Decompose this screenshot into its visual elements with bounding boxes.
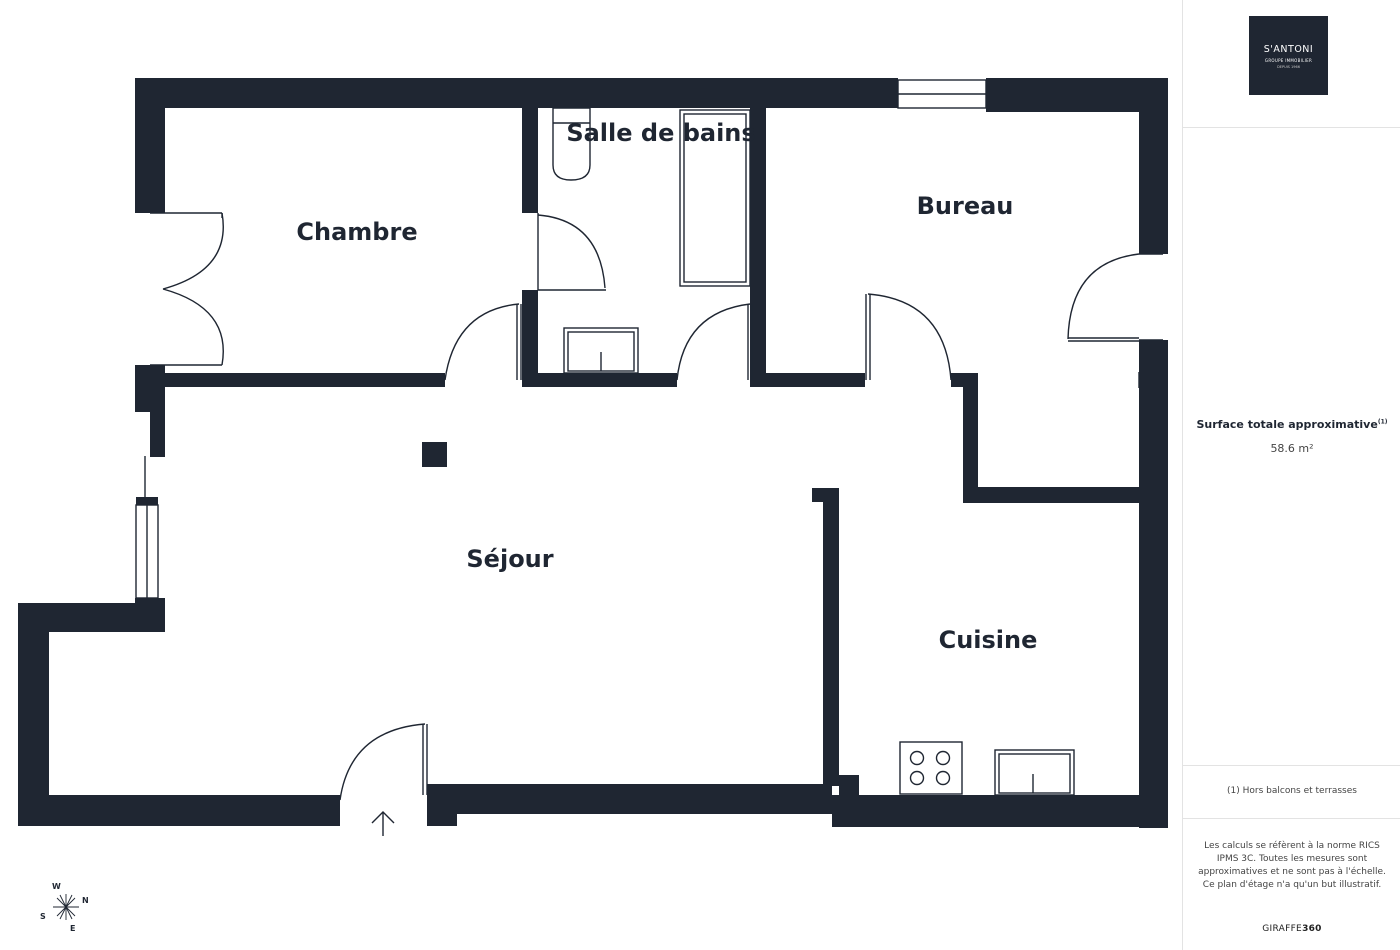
floor-plan: Chambre Salle de bains Bureau Séjour Cui… xyxy=(18,78,1168,934)
window-sill-dark xyxy=(136,497,158,505)
floor-plan-drawing xyxy=(18,78,1168,836)
compass-star-icon xyxy=(53,894,79,920)
wall-left-sejour-upper xyxy=(150,387,165,457)
kitchen-sink xyxy=(994,749,1075,796)
wall-sdb-bureau xyxy=(750,100,766,387)
room-label-sejour: Séjour xyxy=(466,545,554,573)
door-arc-entrance xyxy=(339,723,426,801)
door-arc-bureau xyxy=(867,293,952,381)
compass-e: E xyxy=(70,924,76,933)
divider-middle xyxy=(1183,765,1400,766)
door-arc-sdb-bottom xyxy=(676,303,751,381)
logo-name: S'ANTONI xyxy=(1263,44,1314,55)
brand-prefix: GIRAFFE xyxy=(1262,924,1303,934)
logo-since: DEPUIS 1966 xyxy=(1277,65,1300,69)
column xyxy=(422,442,447,467)
wall-sejour-cuisine xyxy=(823,488,839,786)
compass-w: W xyxy=(52,882,61,891)
room-label-chambre: Chambre xyxy=(296,218,418,246)
logo-subtitle: GROUPE IMMOBILIER xyxy=(1264,58,1313,63)
wall-chambre-sdb-lower xyxy=(522,290,538,387)
footnote: (1) Hors balcons et terrasses xyxy=(1227,786,1357,796)
bathtub xyxy=(679,109,751,287)
info-sidebar: S'ANTONI GROUPE IMMOBILIER DEPUIS 1966 S… xyxy=(1182,0,1400,950)
wall-sdb-bottom xyxy=(522,373,677,387)
door-arc-chambre-left-bottom xyxy=(162,288,224,366)
walls xyxy=(18,78,1168,828)
wall-cuisine-nib xyxy=(839,775,859,800)
compass-rose: W N S E xyxy=(36,880,96,934)
cooktop xyxy=(899,741,963,795)
door-arc-chambre-left-top xyxy=(162,212,224,290)
wall-bottom-middle xyxy=(427,784,832,814)
room-label-bureau: Bureau xyxy=(916,192,1014,220)
compass-n: N xyxy=(82,896,89,905)
compass-s: S xyxy=(40,912,46,921)
wall-bottom-left xyxy=(18,795,340,826)
wall-left-chambre-upper xyxy=(135,78,165,213)
surface-title: Surface totale approximative(1) xyxy=(1183,418,1400,431)
wall-bureau-corridor xyxy=(963,373,978,503)
wall-top-right xyxy=(986,78,1168,112)
wall-left-outer xyxy=(18,603,49,826)
wall-top xyxy=(135,78,898,108)
wall-right-bureau-upper xyxy=(1139,78,1168,254)
surface-value: 58.6 m² xyxy=(1270,442,1314,455)
wall-bureau-bottom xyxy=(750,373,865,387)
divider-bottom xyxy=(1183,818,1400,819)
giraffe360-brand: GIRAFFE360 xyxy=(1183,924,1400,934)
toilet xyxy=(552,107,591,181)
wall-bottom-step xyxy=(427,800,457,826)
wall-bottom-right xyxy=(832,795,1168,827)
brand-logo: S'ANTONI GROUPE IMMOBILIER DEPUIS 1966 xyxy=(1249,16,1328,95)
disclaimer: Les calculs se réfèrent à la norme RICS … xyxy=(1198,841,1386,890)
door-arc-chambre xyxy=(444,303,520,381)
room-label-salle-de-bains: Salle de bains xyxy=(566,119,756,147)
wall-chambre-sdb-upper xyxy=(522,100,538,213)
fixtures xyxy=(135,79,1163,836)
surface-footnote-mark: (1) xyxy=(1377,418,1388,426)
brand-suffix: 360 xyxy=(1302,924,1322,934)
wall-sejour-cuisine-cap xyxy=(812,488,839,502)
divider-top xyxy=(1183,127,1400,128)
door-arc-sdb xyxy=(537,214,606,289)
wall-chambre-bottom xyxy=(135,373,445,387)
wall-right-lower xyxy=(1139,340,1168,828)
sdb-sink xyxy=(563,327,639,374)
door-arc-bureau-right xyxy=(1067,253,1140,340)
surface-title-text: Surface totale approximative xyxy=(1196,418,1378,431)
room-label-cuisine: Cuisine xyxy=(938,626,1038,654)
wall-cuisine-top xyxy=(963,487,1139,503)
